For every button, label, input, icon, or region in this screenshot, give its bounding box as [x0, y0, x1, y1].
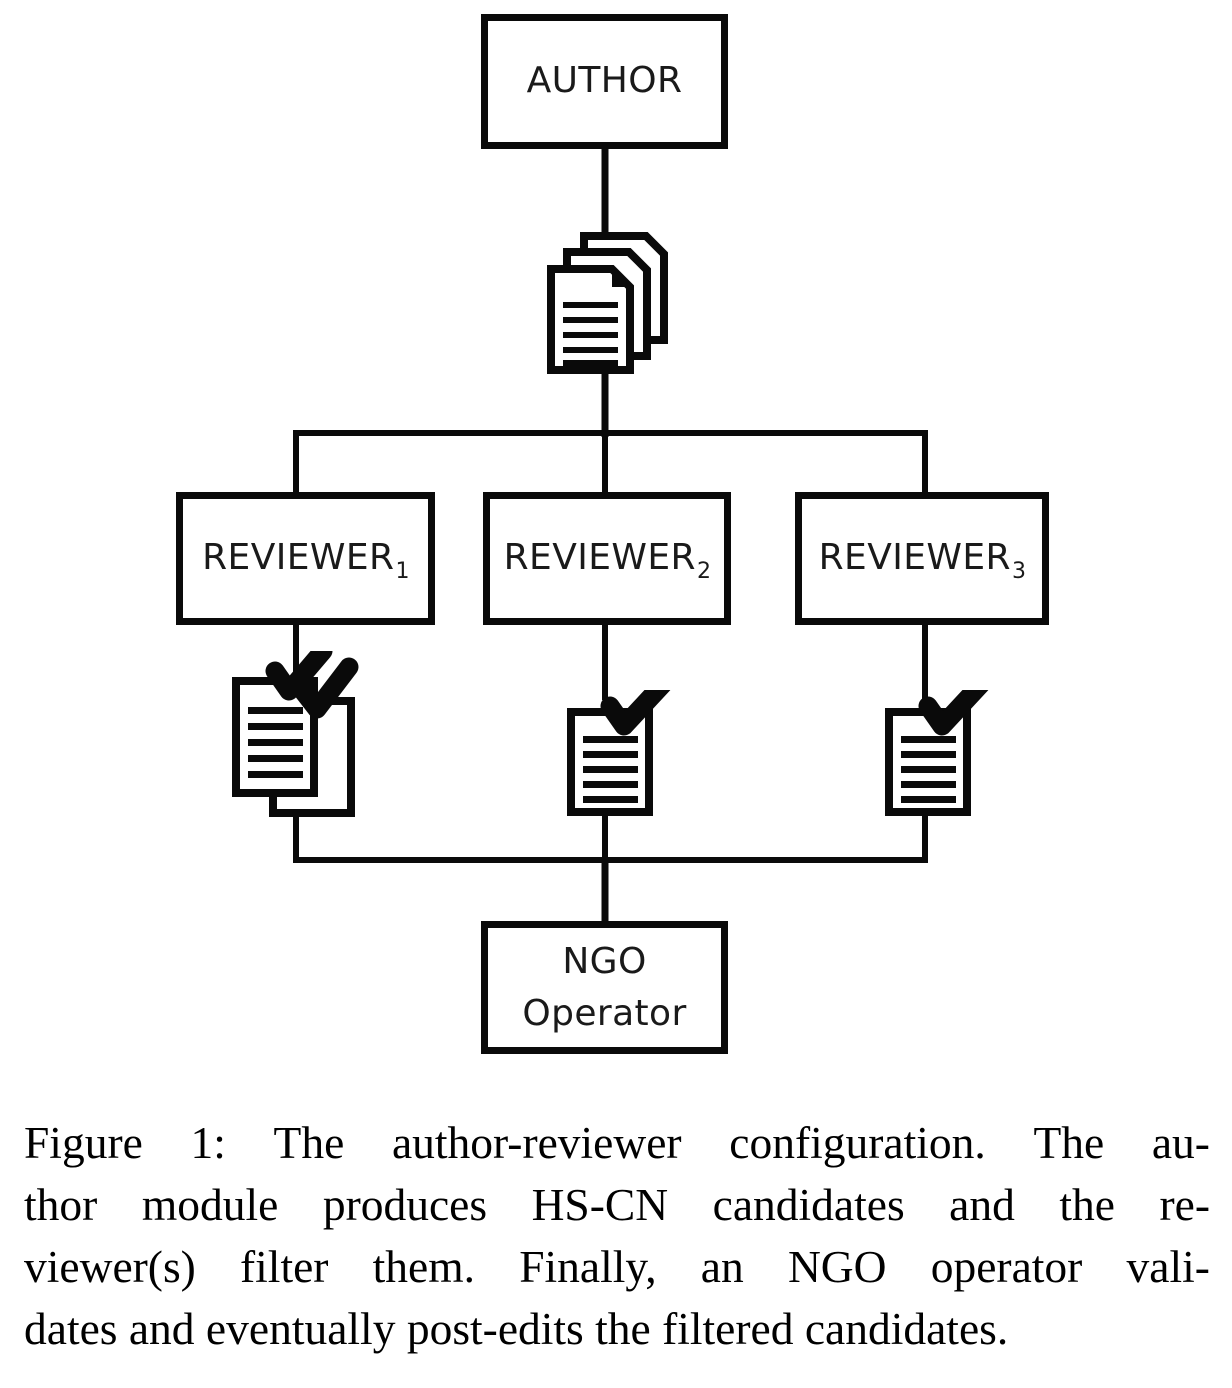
document-stack-icon	[546, 232, 672, 374]
caption-word: an	[700, 1241, 744, 1292]
caption-word: them.	[372, 1241, 476, 1292]
caption-word: 1:	[190, 1117, 226, 1168]
reviewer-3-subscript: 3	[1011, 559, 1027, 585]
caption-word: Finally,	[519, 1241, 657, 1292]
caption-word: HS-CN	[531, 1179, 669, 1230]
node-ngo-label-line-2: Operator	[522, 992, 687, 1034]
node-ngo-label-line-1: NGO	[562, 941, 647, 983]
caption-word: The	[1033, 1117, 1105, 1168]
node-author-label: AUTHOR	[526, 60, 683, 102]
caption-word: NGO	[787, 1241, 887, 1292]
reviewed-document-glyph-3	[885, 674, 991, 816]
figure-caption: Figure 1: The author-reviewer configurat…	[24, 1112, 1210, 1360]
caption-word: viewer(s)	[24, 1241, 196, 1292]
checkmark-icon-back	[293, 657, 359, 719]
caption-word: the	[1059, 1179, 1115, 1230]
node-reviewer-3-label: REVIEWER3	[818, 537, 1026, 584]
caption-word: thor	[24, 1179, 98, 1230]
caption-word: author-reviewer	[391, 1117, 682, 1168]
doc-text-lines	[583, 736, 638, 803]
reviewer-2-text: REVIEWER	[503, 537, 696, 579]
caption-word: produces	[322, 1179, 488, 1230]
connector-svg	[293, 147, 928, 925]
caption-line-2: thor module produces HS-CN candidates an…	[24, 1174, 1210, 1236]
node-ngo-operator[interactable]: NGO Operator	[481, 921, 728, 1054]
reviewer-1-text: REVIEWER	[202, 537, 395, 579]
connector-layer	[293, 147, 928, 925]
node-reviewer-1-label: REVIEWER1	[202, 537, 409, 584]
node-author[interactable]: AUTHOR	[481, 14, 728, 149]
caption-word: and	[949, 1179, 1015, 1230]
caption-line-1: Figure 1: The author-reviewer configurat…	[24, 1112, 1210, 1174]
caption-word: configuration.	[729, 1117, 986, 1168]
reviewer-2-subscript: 2	[696, 559, 712, 585]
reviewed-document-icon-2	[566, 674, 676, 818]
node-reviewer-2-label: REVIEWER2	[503, 537, 711, 584]
checkmark-icon	[918, 674, 991, 736]
checkmark-icon	[600, 674, 673, 736]
doc-sheet	[885, 708, 971, 816]
caption-line-4: dates and eventually post-edits the filt…	[24, 1303, 1009, 1354]
doc-text-lines	[563, 302, 618, 366]
document-stack-glyph	[547, 232, 668, 374]
caption-line-3: viewer(s) filter them. Finally, an NGO o…	[24, 1236, 1210, 1298]
node-reviewer-2[interactable]: REVIEWER2	[483, 492, 731, 625]
caption-word: operator	[930, 1241, 1083, 1292]
node-reviewer-3[interactable]: REVIEWER3	[795, 492, 1049, 625]
caption-word: vali-	[1126, 1241, 1210, 1292]
caption-word: Figure	[24, 1117, 143, 1168]
reviewed-documents-glyph-1	[232, 641, 359, 817]
reviewer-1-subscript: 1	[395, 559, 410, 585]
node-reviewer-1[interactable]: REVIEWER1	[176, 492, 435, 625]
doc-text-lines	[248, 707, 303, 778]
reviewed-document-glyph-2	[567, 674, 673, 816]
reviewer-3-text: REVIEWER	[818, 537, 1011, 579]
caption-word: candidates	[712, 1179, 905, 1230]
caption-word: filter	[240, 1241, 329, 1292]
reviewed-documents-icon-1	[231, 641, 363, 823]
reviewed-document-icon-3	[884, 674, 994, 818]
doc-text-lines	[901, 736, 956, 803]
caption-word: re-	[1159, 1179, 1211, 1230]
caption-word: The	[273, 1117, 345, 1168]
doc-fold-corner	[612, 269, 630, 287]
caption-word: au-	[1151, 1117, 1210, 1168]
caption-word: module	[141, 1179, 279, 1230]
checkmark-icon-front	[265, 641, 333, 701]
